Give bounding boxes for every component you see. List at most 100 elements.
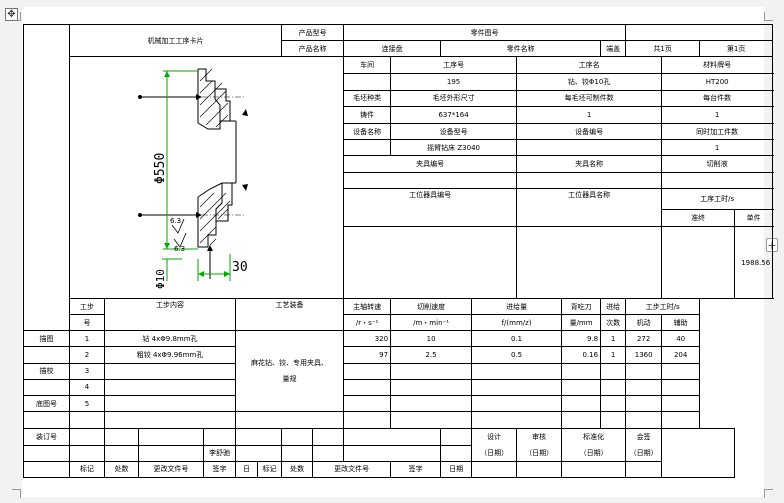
step-speed[interactable] bbox=[390, 394, 473, 413]
footer-cell[interactable] bbox=[234, 444, 283, 462]
footer-blank-right[interactable] bbox=[661, 428, 736, 478]
material-value[interactable]: HT200 bbox=[661, 72, 774, 91]
footer-cell[interactable] bbox=[234, 428, 283, 446]
step-speed[interactable]: 2.5 bbox=[390, 346, 473, 364]
step-speed[interactable]: 10 bbox=[390, 330, 473, 348]
step-feed[interactable] bbox=[471, 362, 563, 380]
footer-cell[interactable] bbox=[625, 460, 663, 479]
step-content[interactable] bbox=[104, 378, 236, 396]
unit-time-value[interactable]: 1988.56 bbox=[734, 226, 774, 299]
blank-cell[interactable] bbox=[661, 411, 701, 430]
blank-cell[interactable] bbox=[561, 411, 602, 430]
step-spindle[interactable] bbox=[343, 362, 392, 380]
blank-type-value[interactable]: 铸件 bbox=[343, 105, 392, 125]
part-name-value[interactable]: 端盖 bbox=[600, 40, 627, 58]
step-spindle[interactable] bbox=[343, 378, 392, 396]
product-name-value[interactable]: 连接盘 bbox=[343, 40, 442, 58]
footer-cell[interactable] bbox=[343, 428, 442, 446]
part-drawing-no-cell[interactable]: 零件图号 bbox=[343, 23, 627, 42]
blank-size-value[interactable]: 637*164 bbox=[390, 105, 518, 125]
step-passes[interactable] bbox=[600, 362, 627, 380]
operation-name-value[interactable]: 钻、铰Φ10孔 bbox=[516, 72, 663, 91]
equipment-no-value[interactable] bbox=[516, 139, 663, 157]
station-tool-no-value[interactable] bbox=[343, 226, 518, 299]
blank-cell[interactable] bbox=[390, 411, 473, 430]
step-feed[interactable] bbox=[471, 394, 563, 413]
footer-cell[interactable] bbox=[312, 428, 345, 446]
footer-cell[interactable] bbox=[138, 444, 204, 462]
operation-no-value[interactable]: 195 bbox=[390, 72, 518, 91]
table-move-handle-icon[interactable]: ✥ bbox=[5, 8, 18, 21]
equipment-name-value[interactable] bbox=[343, 139, 392, 157]
standard-cell[interactable]: 标准化（日期） bbox=[561, 428, 627, 462]
fixture-no-value[interactable] bbox=[343, 171, 518, 189]
step-machine-time[interactable]: 272 bbox=[625, 330, 663, 348]
step-aux-time[interactable]: 204 bbox=[661, 346, 701, 364]
designer-name[interactable]: 李舒驰 bbox=[203, 444, 236, 462]
review-cell[interactable]: 审核（日期） bbox=[516, 428, 563, 462]
step-feed[interactable] bbox=[471, 378, 563, 396]
step-content[interactable] bbox=[104, 394, 236, 413]
step-depth[interactable] bbox=[561, 362, 602, 380]
step-aux-time[interactable]: 40 bbox=[661, 330, 701, 348]
footer-cell[interactable] bbox=[312, 444, 345, 462]
step-speed[interactable] bbox=[390, 378, 473, 396]
step-depth[interactable] bbox=[561, 394, 602, 413]
parts-per-blank-value[interactable]: 1 bbox=[516, 105, 663, 125]
blank-cell[interactable] bbox=[471, 411, 563, 430]
design-cell[interactable]: 设计（日期） bbox=[471, 428, 518, 462]
footer-cell[interactable] bbox=[343, 444, 442, 462]
step-feed[interactable]: 0.5 bbox=[471, 346, 563, 364]
step-spindle[interactable]: 320 bbox=[343, 330, 392, 348]
footer-cell[interactable] bbox=[104, 444, 139, 462]
step-depth[interactable] bbox=[561, 378, 602, 396]
step-passes[interactable] bbox=[600, 394, 627, 413]
footer-cell[interactable] bbox=[69, 444, 105, 462]
blank-cell[interactable] bbox=[343, 411, 392, 430]
station-tool-name-value[interactable] bbox=[516, 226, 663, 299]
blank-cell[interactable] bbox=[104, 411, 236, 430]
step-aux-time[interactable] bbox=[661, 394, 701, 413]
blank-cell[interactable] bbox=[600, 411, 627, 430]
tooling-cell[interactable]: 麻花钻、铰、专用夹具、量规 bbox=[234, 330, 345, 413]
footer-cell[interactable] bbox=[104, 428, 139, 446]
simultaneous-value[interactable]: 1 bbox=[661, 139, 774, 157]
workshop-value[interactable] bbox=[343, 72, 392, 91]
step-speed[interactable] bbox=[390, 362, 473, 380]
step-passes[interactable]: 1 bbox=[600, 346, 627, 364]
footer-cell[interactable] bbox=[281, 428, 314, 446]
footer-cell[interactable] bbox=[471, 460, 518, 479]
parts-per-unit-value[interactable]: 1 bbox=[661, 105, 774, 125]
footer-cell[interactable] bbox=[281, 444, 314, 462]
step-feed[interactable]: 0.1 bbox=[471, 330, 563, 348]
blank-cell[interactable] bbox=[625, 411, 663, 430]
step-machine-time[interactable] bbox=[625, 394, 663, 413]
step-aux-time[interactable] bbox=[661, 378, 701, 396]
footer-cell[interactable] bbox=[440, 428, 473, 446]
step-machine-time[interactable] bbox=[625, 362, 663, 380]
step-machine-time[interactable] bbox=[625, 378, 663, 396]
footer-cell[interactable] bbox=[203, 428, 236, 446]
step-depth[interactable]: 0.16 bbox=[561, 346, 602, 364]
step-content[interactable]: 钻 4xΦ9.8mm孔 bbox=[104, 330, 236, 348]
step-passes[interactable] bbox=[600, 378, 627, 396]
fixture-name-value[interactable] bbox=[516, 171, 663, 189]
step-content[interactable]: 粗铰 4xΦ9.96mm孔 bbox=[104, 346, 236, 364]
step-depth[interactable]: 9.8 bbox=[561, 330, 602, 348]
step-machine-time[interactable]: 1360 bbox=[625, 346, 663, 364]
footer-cell[interactable] bbox=[69, 428, 105, 446]
countersign-cell[interactable]: 会签（日期） bbox=[625, 428, 663, 462]
step-spindle[interactable]: 97 bbox=[343, 346, 392, 364]
prep-end-value[interactable] bbox=[661, 226, 736, 299]
footer-cell[interactable] bbox=[440, 444, 473, 462]
part-drawing-no-value[interactable] bbox=[625, 23, 774, 42]
step-spindle[interactable] bbox=[343, 394, 392, 413]
blank-cell[interactable] bbox=[234, 411, 345, 430]
footer-cell[interactable] bbox=[516, 460, 563, 479]
footer-cell[interactable] bbox=[561, 460, 627, 479]
step-passes[interactable]: 1 bbox=[600, 330, 627, 348]
coolant-value[interactable] bbox=[661, 171, 774, 189]
equipment-model-value[interactable]: 摇臂钻床 Z3040 bbox=[390, 139, 518, 157]
step-aux-time[interactable] bbox=[661, 362, 701, 380]
step-content[interactable] bbox=[104, 362, 236, 380]
